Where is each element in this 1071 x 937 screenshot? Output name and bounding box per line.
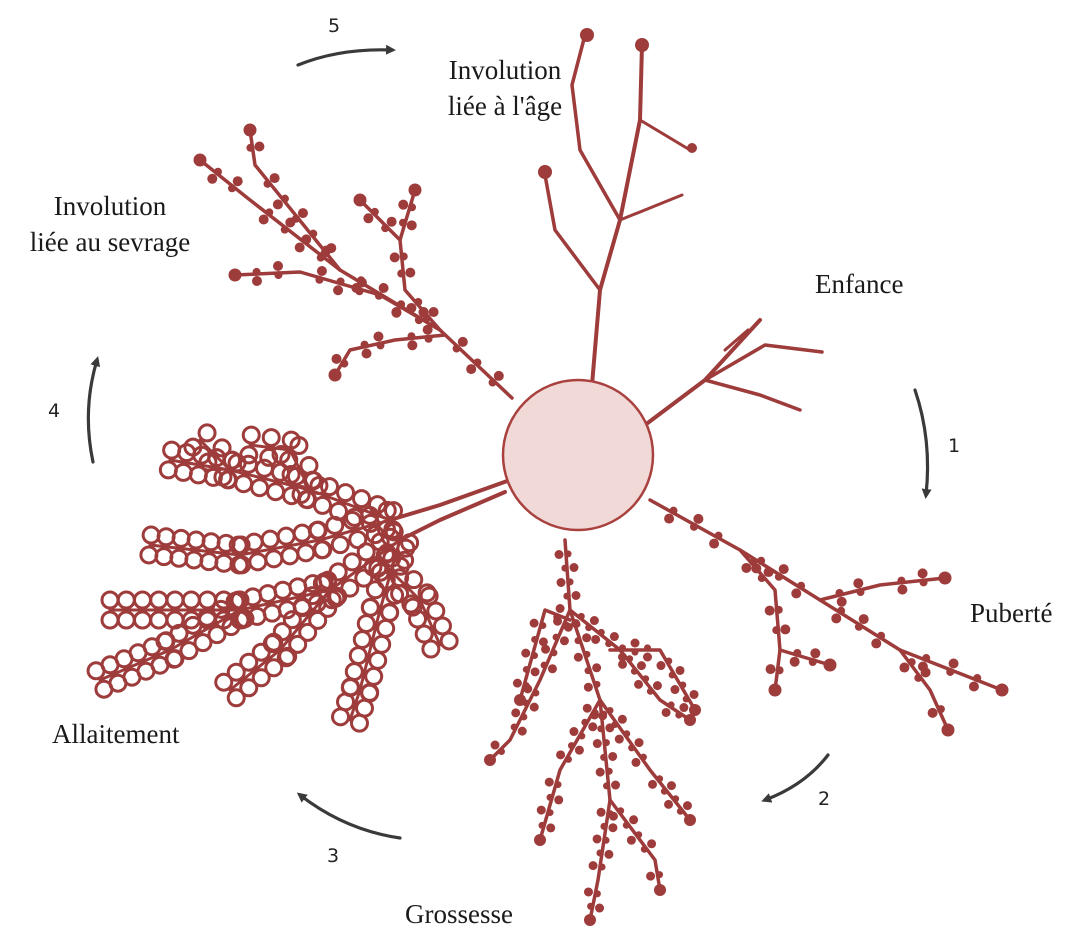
arrow-4 xyxy=(86,356,101,464)
tree-involution-age xyxy=(538,28,697,387)
label-puberte: Puberté xyxy=(970,598,1053,628)
label-involution-age: Involution liée à l'âge xyxy=(425,52,585,124)
transition-number-1: 1 xyxy=(948,435,961,457)
label-grossesse: Grossesse xyxy=(405,899,513,929)
label-involution-sevrage-line2: liée au sevrage xyxy=(29,227,191,257)
tree-grossesse xyxy=(484,538,701,926)
transition-number-2: 2 xyxy=(818,788,831,810)
tree-puberte xyxy=(648,498,1009,737)
tree-involution-sevrage xyxy=(193,123,514,400)
arrow-1 xyxy=(913,388,932,499)
transition-number-3: 3 xyxy=(327,845,340,867)
label-allaitement: Allaitement xyxy=(52,719,180,749)
transition-arrows xyxy=(86,44,932,840)
label-involution-sevrage-line1: Involution xyxy=(53,191,167,221)
label-involution-age-line2: liée à l'âge xyxy=(447,91,563,121)
tree-allaitement xyxy=(86,423,512,733)
transition-number-4: 4 xyxy=(48,400,61,422)
label-enfance: Enfance xyxy=(815,269,904,299)
arrow-3 xyxy=(296,792,402,840)
tree-enfance xyxy=(643,318,824,427)
arrow-2 xyxy=(761,753,830,803)
label-involution-sevrage: Involution liée au sevrage xyxy=(10,188,210,260)
duct-trees xyxy=(86,28,1009,926)
center-circle xyxy=(501,378,655,532)
arrow-5 xyxy=(296,44,396,67)
transition-number-5: 5 xyxy=(328,15,341,37)
label-involution-age-line1: Involution xyxy=(448,55,562,85)
